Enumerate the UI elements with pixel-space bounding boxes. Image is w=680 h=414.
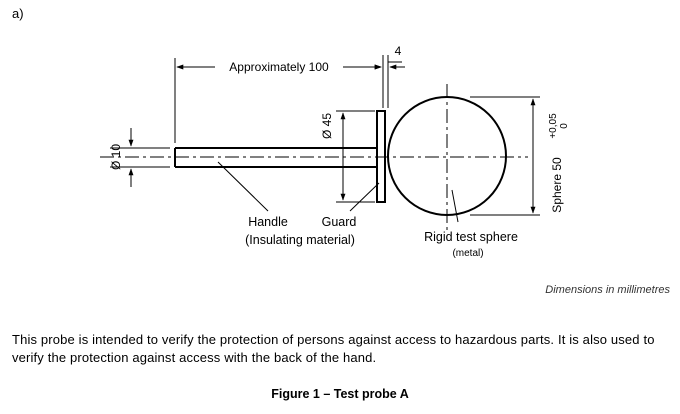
length-dimension-label: Approximately 100 (229, 60, 329, 74)
guard-label: Guard (322, 215, 357, 229)
sphere-diameter-label: Sphere 50 (550, 157, 564, 213)
panel-label: a) (12, 6, 24, 21)
description-text: This probe is intended to verify the pro… (12, 332, 655, 365)
test-probe-drawing: Approximately 100 4 Ø 10 Ø 45 Sphere 50 … (100, 44, 570, 259)
figure-caption: Figure 1 – Test probe A (271, 387, 409, 401)
guard-diameter-dimension: Ø 45 (320, 110, 375, 203)
handle-diameter-dimension: Ø 10 (109, 128, 170, 187)
guard-thickness-label: 4 (395, 44, 402, 58)
guard-thickness-dimension: 4 (366, 44, 405, 70)
length-dimension: Approximately 100 (174, 55, 389, 143)
units-note: Dimensions in millimetres (545, 284, 670, 296)
sphere-diameter-dimension: Sphere 50 +0,05 0 (470, 96, 570, 216)
sphere-tolerance-upper: +0,05 (548, 113, 559, 139)
handle-material-label: (Insulating material) (245, 233, 355, 247)
handle-diameter-label: Ø 10 (109, 144, 123, 170)
sphere-tolerance-lower: 0 (559, 123, 570, 129)
sphere-leader (451, 189, 459, 223)
handle-leader (217, 161, 269, 212)
sphere-label: Rigid test sphere (424, 230, 518, 244)
sphere-material-label: (metal) (452, 248, 483, 259)
guard-leader (349, 182, 380, 212)
guard-diameter-label: Ø 45 (320, 113, 334, 139)
handle-label: Handle (248, 215, 288, 229)
